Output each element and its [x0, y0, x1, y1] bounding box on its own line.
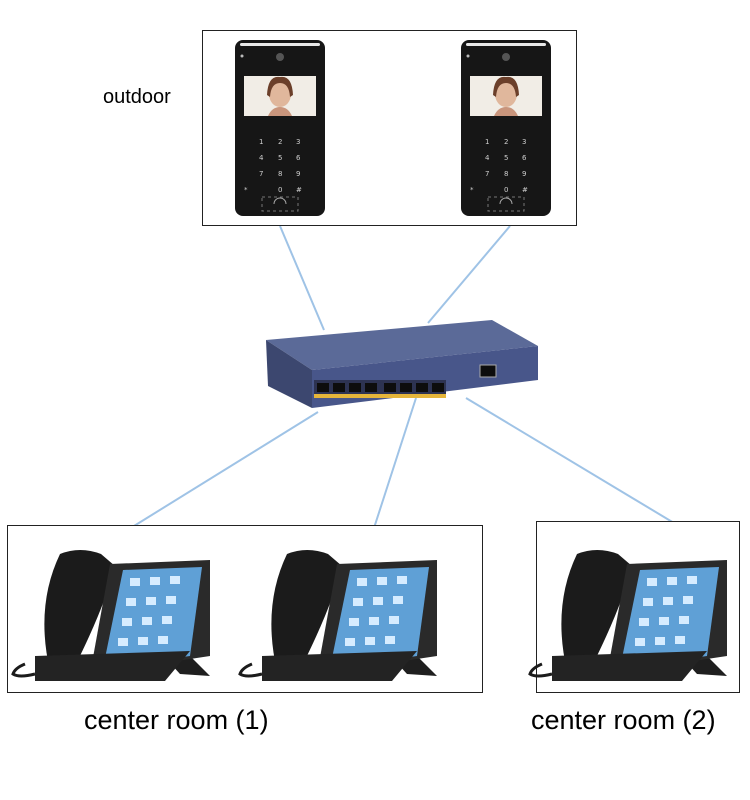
svg-text:2: 2	[278, 138, 282, 146]
svg-text:0: 0	[504, 186, 508, 194]
svg-text:#: #	[522, 186, 528, 194]
center-room-2-label: center room (2)	[531, 705, 716, 735]
svg-text:*: *	[244, 186, 248, 194]
link-switch-phone1	[133, 411, 319, 527]
center-room-1-label: center room (1)	[84, 705, 269, 735]
touchscreen-desk-phone-icon	[522, 546, 732, 696]
svg-text:#: #	[296, 186, 302, 194]
touchscreen-desk-phone-icon	[232, 546, 442, 696]
svg-text:9: 9	[522, 170, 526, 178]
svg-text:5: 5	[278, 154, 282, 162]
svg-text:1: 1	[485, 138, 489, 146]
video-door-station-icon: 1 2 3 4 5 6 7 8 9 * 0 #	[234, 39, 326, 217]
svg-text:3: 3	[522, 138, 526, 146]
touchscreen-desk-phone-icon	[5, 546, 215, 696]
svg-text:5: 5	[504, 154, 508, 162]
svg-text:6: 6	[296, 154, 301, 162]
link-door2-switch	[427, 225, 511, 324]
network-switch-icon	[262, 318, 542, 413]
link-switch-phone2	[373, 397, 417, 529]
svg-text:7: 7	[259, 170, 263, 178]
svg-text:4: 4	[485, 154, 490, 162]
link-door1-switch	[279, 225, 325, 331]
link-switch-phone3	[465, 397, 675, 524]
svg-text:8: 8	[504, 170, 508, 178]
svg-text:3: 3	[296, 138, 300, 146]
svg-text:8: 8	[278, 170, 282, 178]
svg-text:0: 0	[278, 186, 282, 194]
svg-text:7: 7	[485, 170, 489, 178]
svg-text:1: 1	[259, 138, 263, 146]
video-door-station-icon: 1 2 3 4 5 6 7 8 9 * 0 #	[460, 39, 552, 217]
svg-text:4: 4	[259, 154, 264, 162]
outdoor-label: outdoor	[103, 86, 171, 108]
svg-text:2: 2	[504, 138, 508, 146]
svg-text:*: *	[470, 186, 474, 194]
svg-text:9: 9	[296, 170, 300, 178]
svg-text:6: 6	[522, 154, 527, 162]
